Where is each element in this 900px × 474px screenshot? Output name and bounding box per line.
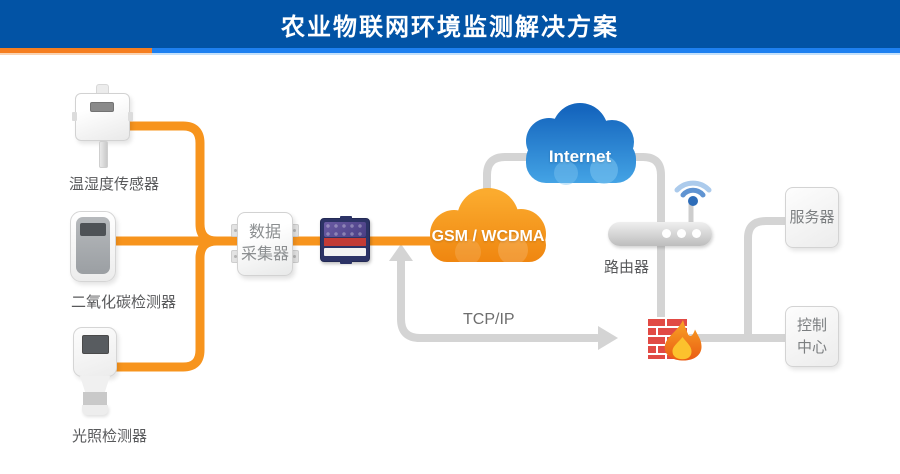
detector-button (89, 242, 98, 255)
dtu-info-band (324, 248, 366, 256)
detector-buttons (80, 242, 106, 255)
tcpip-line (397, 254, 601, 342)
router-label: 路由器 (604, 259, 650, 276)
gsm-cloud-label: GSM / WCDMA (431, 228, 545, 245)
dtu-modem-device (320, 216, 370, 264)
detector-button (80, 242, 87, 253)
server-branch-line (744, 217, 790, 342)
data-collector-label-line1: 数据 (248, 224, 281, 242)
server-box: 服务器 (785, 187, 839, 248)
accent-stripe-blue (152, 48, 900, 55)
mount-tab (72, 112, 77, 121)
right-arrow-icon (598, 326, 618, 350)
control-center-box: 控制 中心 (785, 306, 839, 367)
server-label: 服务器 (789, 208, 835, 226)
temp-humidity-sensor-label: 温湿度传感器 (69, 176, 160, 193)
meter-base (82, 405, 108, 415)
mount-tab (128, 112, 133, 121)
meter-head (73, 327, 117, 377)
internet-cloud-label: Internet (548, 147, 612, 166)
up-arrow-icon (389, 244, 413, 261)
dtu-faceplate (324, 222, 366, 237)
detector-button (99, 242, 106, 253)
detector-screen (80, 223, 106, 236)
header-accent-stripe (0, 48, 900, 57)
meter-grip (83, 392, 107, 406)
temp-humidity-sensor-device (72, 84, 133, 168)
data-collector-label-line2: 采集器 (240, 246, 289, 263)
control-center-label-line1: 控制 (796, 316, 827, 334)
control-center-label-line2: 中心 (796, 338, 827, 356)
data-collector-box: 数据 采集器 (237, 212, 293, 276)
sensor-screen (90, 102, 114, 112)
flame-icon (664, 320, 702, 361)
sensor-body (72, 93, 133, 141)
meter-screen (82, 335, 109, 354)
wifi-icon (674, 180, 712, 206)
meter-neck (80, 376, 110, 393)
gsm-cloud (430, 188, 546, 265)
co2-detector-device (70, 211, 116, 282)
light-detector-device (73, 327, 117, 415)
protocol-label: TCP/IP (463, 311, 515, 328)
router-led (662, 229, 671, 238)
accent-stripe-orange (0, 48, 152, 55)
light-detector-label: 光照检测器 (72, 428, 148, 445)
router-led (677, 229, 686, 238)
co2-detector-label: 二氧化碳检测器 (71, 294, 177, 311)
data-collector-device: 数据 采集器 (231, 212, 299, 276)
page-title: 农业物联网环境监测解决方案 (281, 13, 619, 41)
dtu-tab (340, 216, 352, 219)
internet-cloud (526, 103, 636, 185)
sensor-probe (99, 141, 108, 168)
dtu-brand-band (324, 238, 366, 246)
detector-panel (76, 217, 110, 274)
router-led (692, 229, 701, 238)
router-device (608, 222, 712, 246)
dtu-tab (340, 261, 352, 264)
header-bar: 农业物联网环境监测解决方案 (0, 0, 900, 48)
